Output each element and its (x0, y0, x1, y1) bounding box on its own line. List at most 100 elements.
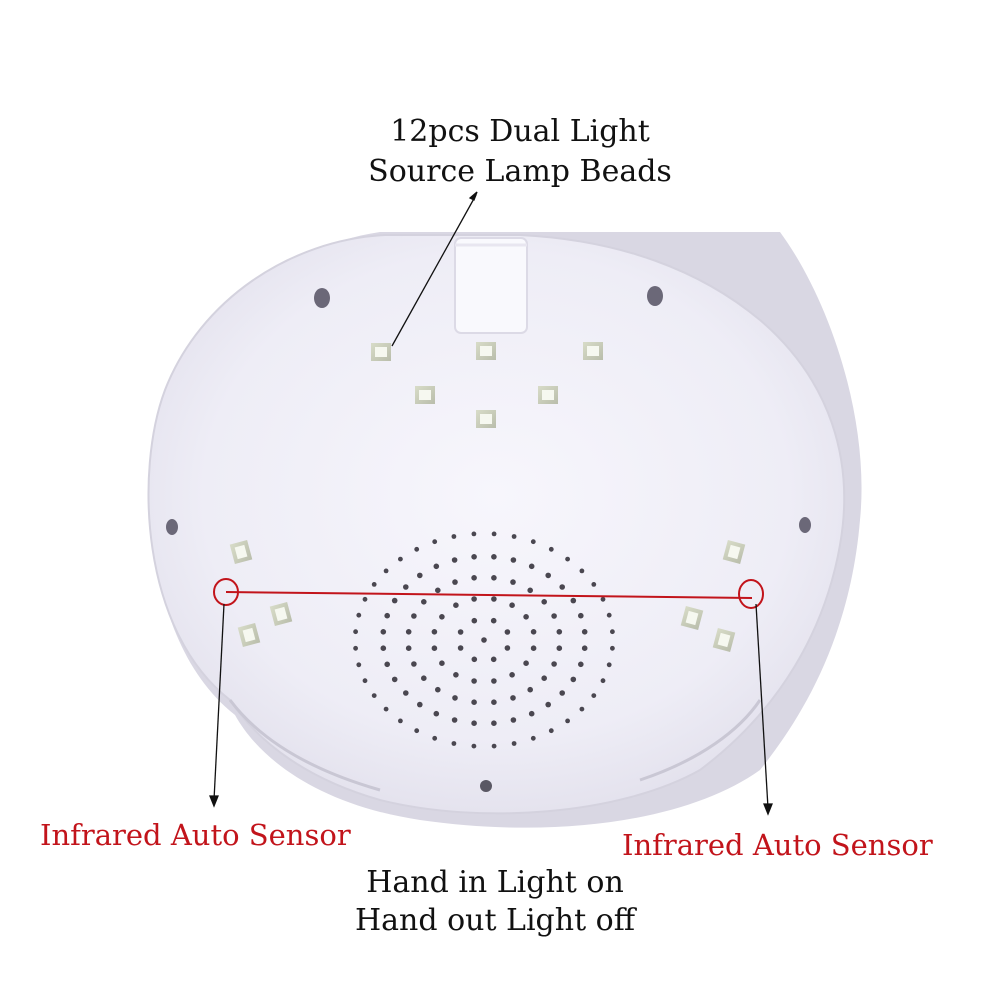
vent-hole (439, 660, 445, 666)
vent-hole (403, 584, 409, 590)
vent-hole (435, 587, 441, 594)
caption-line2: Hand out Light off (354, 903, 636, 938)
vent-hole (510, 695, 516, 701)
vent-hole (548, 546, 554, 552)
vent-hole (565, 556, 570, 562)
vent-hole (417, 572, 423, 579)
vent-hole (523, 660, 529, 666)
vent-hole (510, 579, 516, 585)
vent-hole (606, 612, 612, 618)
bottom-screw (480, 780, 492, 792)
vent-hole (556, 645, 563, 651)
sensor-label-left: Infrared Auto Sensor (40, 818, 351, 852)
vent-hole (414, 546, 420, 552)
vent-hole (471, 699, 477, 705)
led-bead (722, 540, 746, 564)
vent-hole (471, 720, 477, 726)
left-sensor-arrow-head (209, 795, 219, 808)
vent-hole (591, 693, 597, 698)
vent-hole (383, 706, 389, 712)
vent-hole (432, 539, 438, 545)
vent-hole (581, 645, 588, 651)
vent-hole (471, 554, 477, 560)
vent-hole (530, 735, 536, 741)
vent-hole (491, 678, 497, 684)
vent-hole (391, 597, 398, 604)
sensor-beam (213, 578, 764, 609)
vent-hole (610, 645, 615, 651)
vent-hole (570, 597, 577, 604)
vent-hole (362, 596, 368, 602)
vent-hole (471, 656, 478, 663)
vent-hole (511, 741, 517, 746)
vent-hole (433, 563, 440, 570)
vent-hole (530, 539, 536, 545)
vent-hole (356, 662, 362, 668)
vent-hole (579, 706, 585, 712)
vent-hole (481, 637, 487, 643)
vent-hole (559, 584, 565, 590)
vent-hole (528, 563, 535, 570)
hole-top-right (647, 286, 663, 306)
hole-left (166, 519, 178, 535)
vent-hole (541, 599, 547, 605)
vent-hole (453, 602, 459, 608)
top-housing (454, 237, 528, 334)
sensor-caption: Hand in Light on Hand out Light off (300, 864, 690, 940)
vent-hole (452, 695, 458, 701)
vent-hole (606, 662, 612, 668)
vent-hole (527, 686, 533, 693)
vent-hole (451, 717, 458, 723)
vent-hole (504, 629, 511, 635)
vent-hole (545, 572, 551, 579)
vent-hole (353, 645, 358, 651)
vent-hole (384, 612, 391, 619)
hole-top-left (314, 288, 330, 308)
vent-holes (353, 531, 615, 749)
led-bead (476, 342, 496, 360)
vent-hole (471, 743, 477, 749)
vent-hole (431, 629, 438, 635)
vent-hole (510, 717, 517, 723)
lamp-beads-label: 12pcs Dual Light Source Lamp Beads (340, 112, 700, 192)
right-sensor-arrow-head (763, 803, 773, 816)
vent-hole (384, 661, 391, 668)
vent-hole (411, 661, 417, 667)
vent-hole (530, 629, 537, 635)
led-bead (680, 606, 704, 630)
vent-hole (528, 710, 535, 717)
vent-hole (452, 579, 458, 585)
vent-hole (491, 720, 497, 726)
annotation-arrows (209, 191, 773, 816)
vent-hole (551, 661, 557, 667)
vent-hole (383, 568, 389, 574)
vent-hole (356, 612, 362, 618)
vent-hole (432, 735, 438, 741)
vent-hole (435, 686, 441, 693)
led-bead (371, 343, 391, 361)
vent-hole (523, 614, 529, 620)
vent-hole (490, 656, 497, 663)
vent-hole (511, 534, 517, 539)
sensor-line (225, 591, 753, 599)
led-bead (229, 540, 253, 564)
vent-hole (600, 678, 606, 684)
left-sensor-arrow-line (213, 603, 225, 801)
vent-hole (471, 575, 477, 581)
vent-hole (510, 557, 517, 563)
caption-line1: Hand in Light on (366, 865, 624, 900)
led-beads (229, 342, 746, 652)
sensor-circle-left (213, 578, 239, 606)
sensor-circle-right (738, 579, 764, 609)
vent-hole (457, 629, 464, 635)
vent-hole (541, 675, 547, 681)
vent-hole (433, 710, 440, 717)
vent-hole (491, 699, 497, 705)
vent-hole (405, 645, 412, 651)
vent-hole (371, 582, 377, 587)
vent-hole (551, 613, 557, 619)
vent-hole (417, 701, 423, 708)
vent-hole (610, 629, 615, 635)
vent-hole (453, 672, 459, 678)
